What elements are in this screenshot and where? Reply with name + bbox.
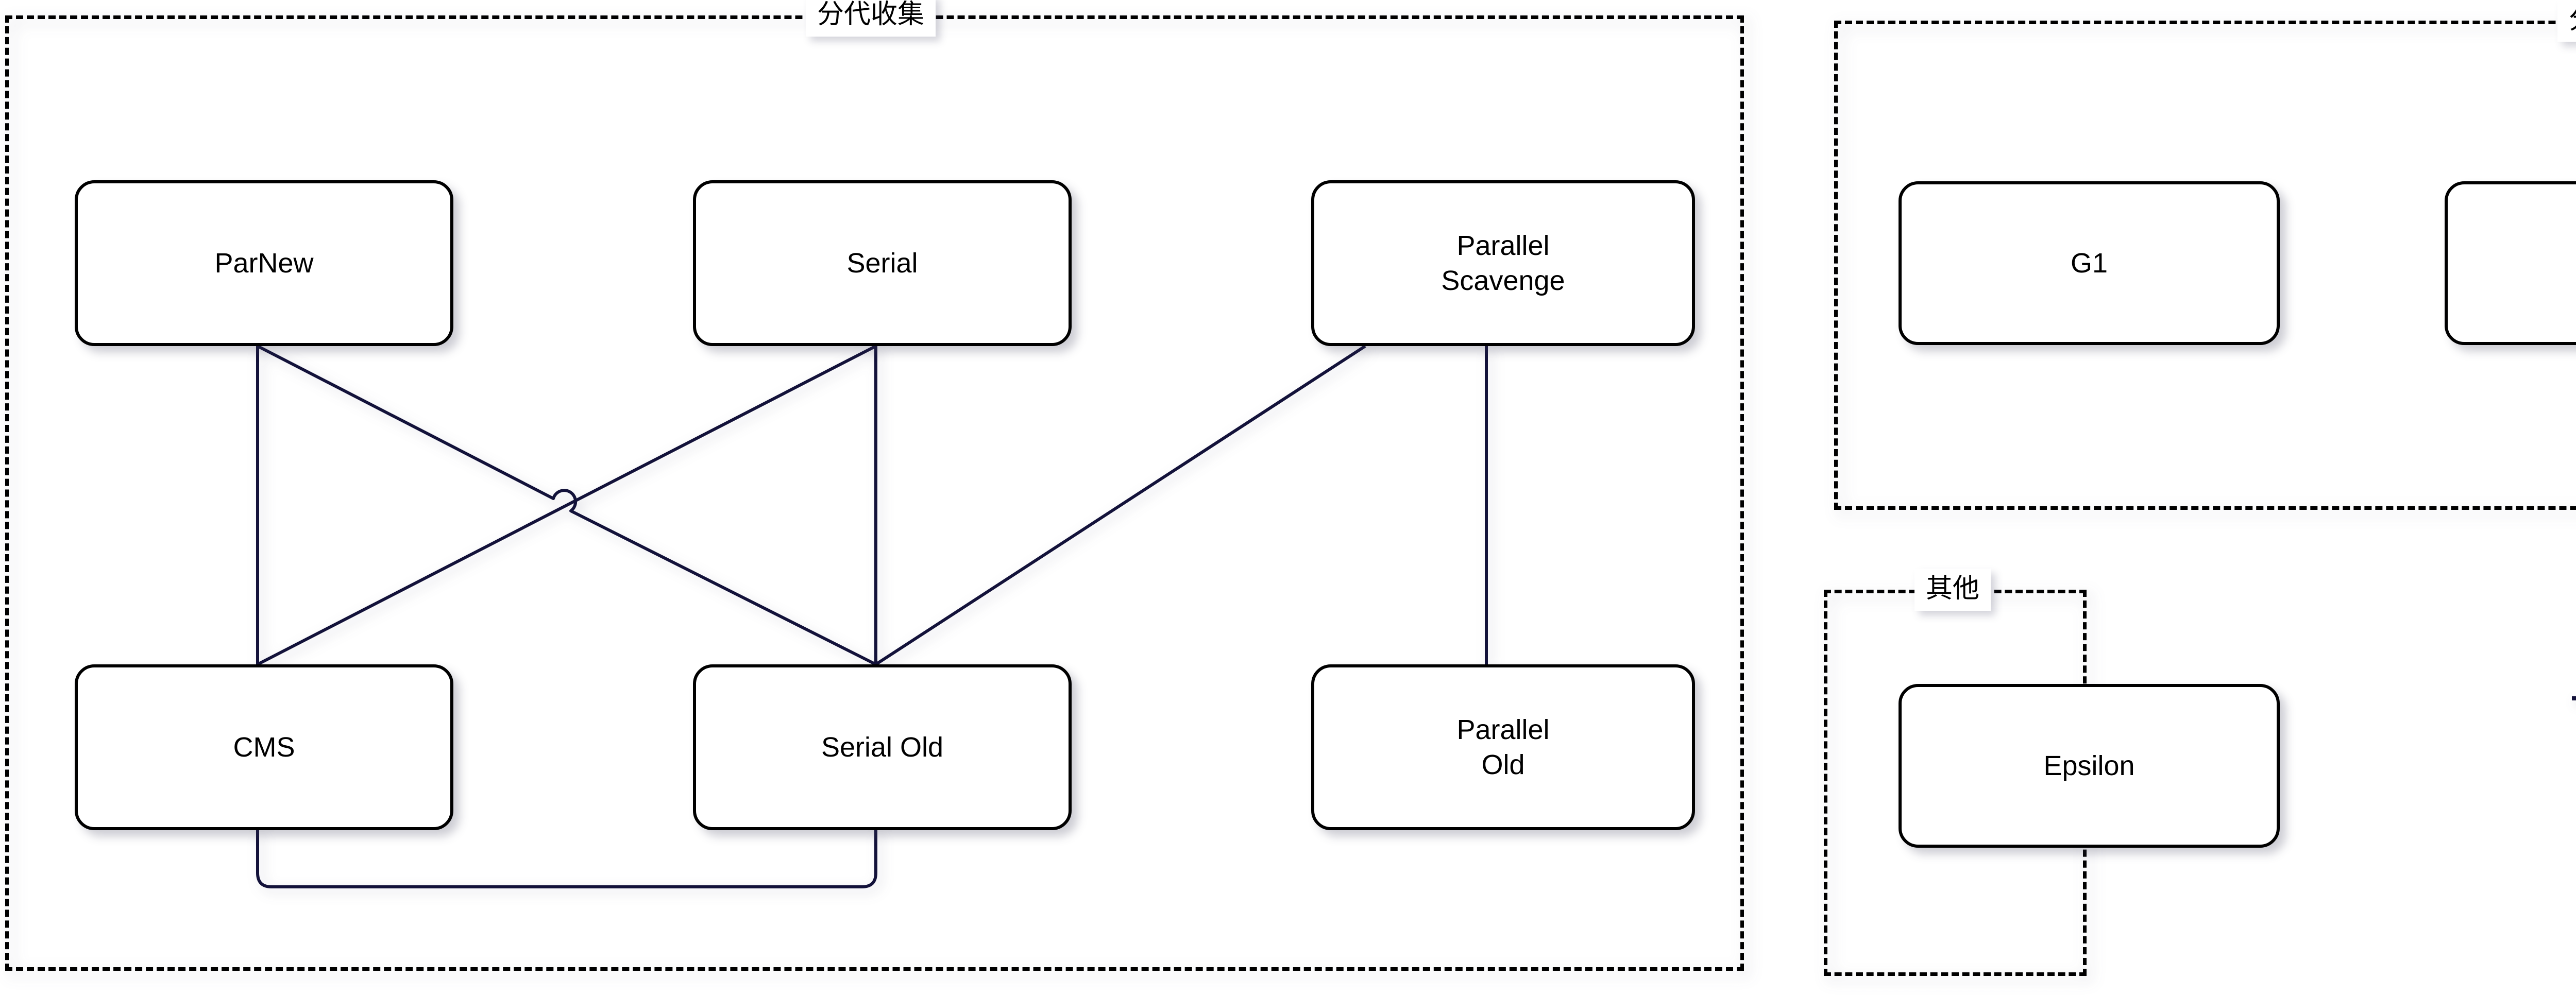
node-serial-label: Serial [846, 247, 918, 279]
group-regional [1834, 21, 2576, 510]
node-parallel-scavenge[interactable]: Parallel Scavenge [1311, 180, 1695, 346]
node-parallel-scavenge-label: Parallel Scavenge [1441, 230, 1565, 296]
group-other-label: 其他 [1914, 569, 1991, 611]
node-cms[interactable]: CMS [75, 664, 453, 830]
node-parallel-old-label: Parallel Old [1456, 714, 1550, 780]
node-g1-label: G1 [2070, 247, 2108, 279]
node-cms-label: CMS [233, 731, 295, 763]
group-generational-label: 分代收集 [805, 0, 936, 37]
node-serial-old-label: Serial Old [821, 731, 944, 763]
node-g1[interactable]: G1 [1899, 181, 2280, 345]
node-parallel-old[interactable]: Parallel Old [1311, 664, 1695, 830]
legend-line-swatch [2572, 696, 2576, 700]
node-zgc[interactable]: ZGC [2445, 181, 2576, 345]
node-serial[interactable]: Serial [693, 180, 1072, 346]
node-parnew-label: ParNew [214, 247, 314, 279]
node-epsilon[interactable]: Epsilon [1899, 684, 2280, 848]
node-parnew[interactable]: ParNew [75, 180, 453, 346]
group-regional-label: 分区收集 [2557, 0, 2576, 42]
node-serial-old[interactable]: Serial Old [693, 664, 1072, 830]
node-epsilon-label: Epsilon [2043, 750, 2135, 781]
